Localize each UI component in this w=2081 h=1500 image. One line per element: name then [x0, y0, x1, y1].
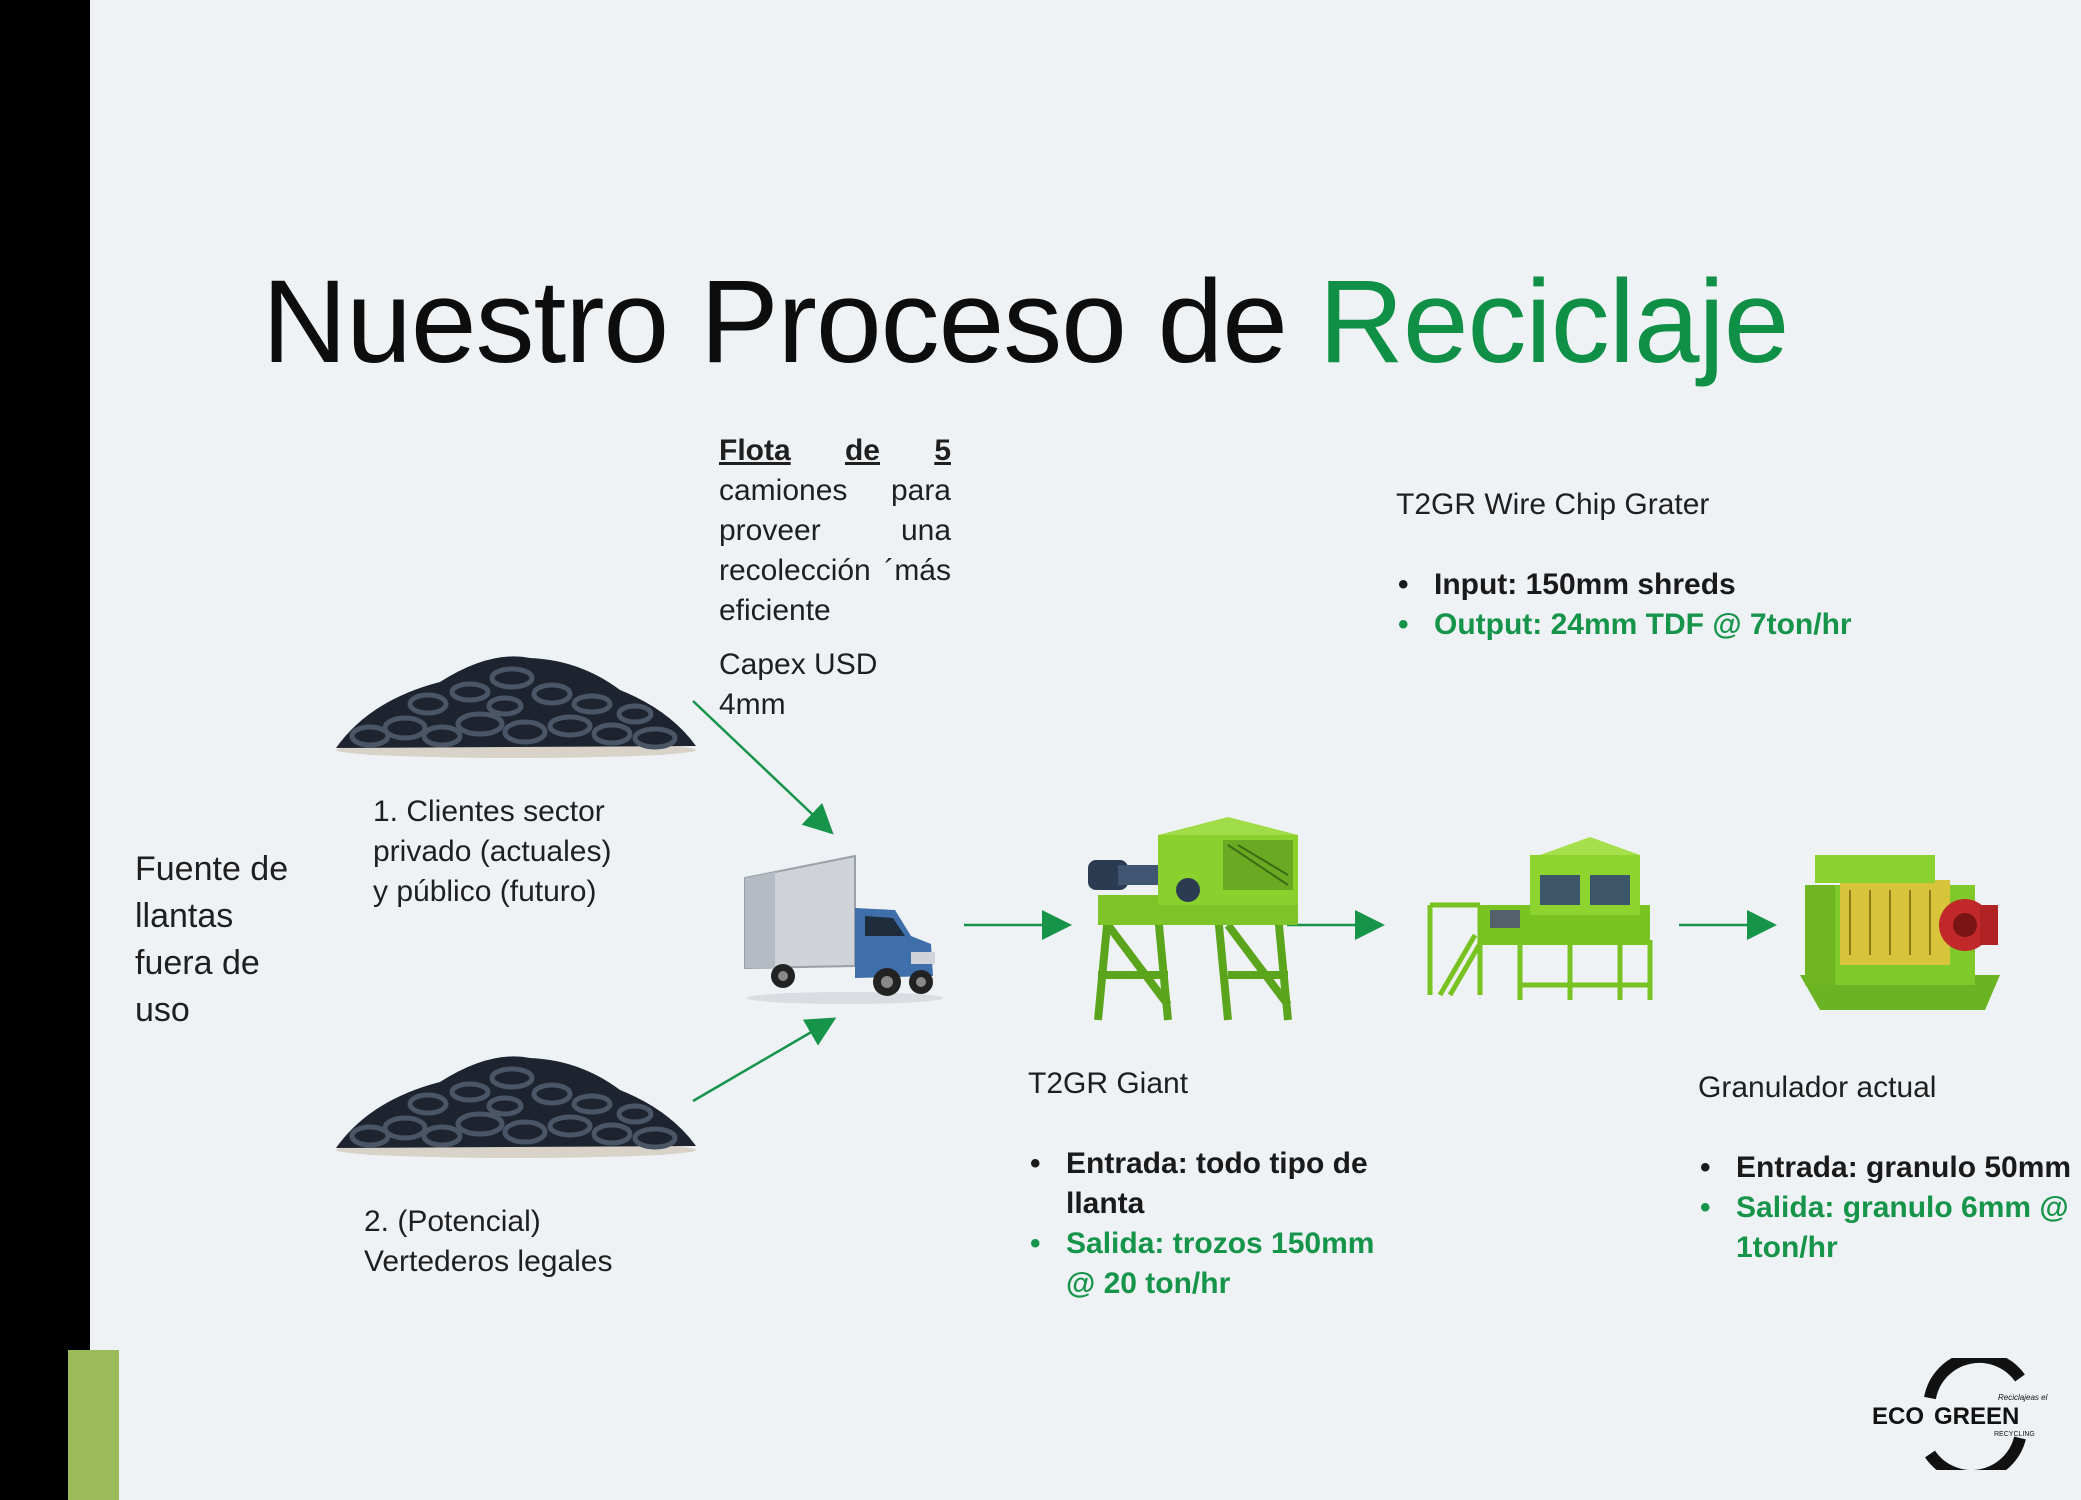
source-label: Fuente de llantas fuera de uso	[135, 846, 355, 1034]
grater-output: Output: 24mm TDF @ 7ton/hr	[1396, 605, 1916, 645]
fleet-line: camiones para	[719, 474, 951, 507]
logo-eco: ECO	[1872, 1403, 1924, 1430]
arrow-icon	[692, 1017, 837, 1103]
fleet-heading: Flota de 5	[719, 431, 951, 471]
grater-icon	[1427, 837, 1653, 1000]
tire-pile-icon	[336, 656, 696, 758]
clients-line: 1. Clientes sector	[373, 795, 605, 828]
source-label-line: Fuente de	[135, 850, 289, 888]
clients-line: privado (actuales)	[373, 835, 612, 868]
giant-output: Salida: trozos 150mm @ 20 ton/hr	[1028, 1224, 1388, 1304]
granulator-name: Granulador actual	[1698, 1071, 1937, 1104]
spec-line: Entrada: todo tipo de	[1066, 1147, 1368, 1180]
clients-private-label: 1. Clientes sector privado (actuales) y …	[373, 792, 673, 912]
giant-input: Entrada: todo tipo de llanta	[1028, 1144, 1388, 1224]
fleet-heading-word: Flota	[719, 434, 791, 467]
fleet-line: recolección ´más	[719, 554, 951, 587]
truck-icon	[744, 854, 943, 1004]
spec-line: Salida: granulo 6mm @	[1736, 1191, 2069, 1224]
source-label-line: llantas	[135, 897, 234, 935]
left-black-bar	[0, 0, 90, 1500]
clients-line: y público (futuro)	[373, 875, 597, 908]
clients-line: 2. (Potencial)	[364, 1205, 541, 1238]
giant-name: T2GR Giant	[1028, 1067, 1189, 1100]
tire-pile-icon	[336, 1056, 696, 1158]
grater-input: Input: 150mm shreds	[1396, 565, 1916, 605]
ecogreen-logo: Reciclajeas el Futuro ECO GREEN RECYCLIN…	[1872, 1358, 2050, 1470]
grater-specs: T2GR Wire Chip Grater Input: 150mm shred…	[1396, 485, 1916, 645]
grater-name: T2GR Wire Chip Grater	[1396, 488, 1710, 521]
source-label-line: fuera de	[135, 944, 260, 982]
logo-sub: RECYCLING	[1994, 1431, 2035, 1438]
title-main: Nuestro Proceso de	[262, 256, 1319, 388]
granulator-specs: Granulador actual Entrada: granulo 50mm …	[1698, 1068, 2078, 1268]
spec-line: 1ton/hr	[1736, 1231, 1838, 1264]
grater-spec-list: Input: 150mm shreds Output: 24mm TDF @ 7…	[1396, 565, 1916, 645]
shredder-icon	[1088, 817, 1298, 1021]
logo-green: GREEN	[1934, 1403, 2019, 1430]
fleet-description: Flota de 5 camiones para proveer una rec…	[719, 431, 951, 725]
clients-landfill-label: 2. (Potencial) Vertederos legales	[364, 1202, 664, 1282]
fleet-line: proveer una	[719, 514, 951, 547]
source-label-line: uso	[135, 991, 190, 1029]
spec-line: Salida: trozos 150mm	[1066, 1227, 1375, 1260]
giant-specs: T2GR Giant Entrada: todo tipo de llanta S…	[1028, 1064, 1388, 1304]
granulator-input: Entrada: granulo 50mm	[1698, 1148, 2078, 1188]
green-accent-tab	[68, 1350, 119, 1500]
spec-line: @ 20 ton/hr	[1066, 1267, 1231, 1300]
granulator-output: Salida: granulo 6mm @ 1ton/hr	[1698, 1188, 2078, 1268]
granulator-spec-list: Entrada: granulo 50mm Salida: granulo 6m…	[1698, 1148, 2078, 1268]
title-accent: Reciclaje	[1318, 256, 1790, 388]
fleet-heading-word: 5	[934, 434, 951, 467]
fleet-capex: Capex USD 4mm	[719, 648, 878, 721]
logo-tagline: Reciclajeas el Futuro	[1998, 1393, 2050, 1402]
spec-line: llanta	[1066, 1187, 1145, 1220]
page-title: Nuestro Proceso de Reciclaje	[262, 252, 1790, 392]
fleet-line: eficiente	[719, 594, 831, 627]
giant-spec-list: Entrada: todo tipo de llanta Salida: troz…	[1028, 1144, 1388, 1304]
clients-line: Vertederos legales	[364, 1245, 613, 1278]
granulator-icon	[1800, 855, 2000, 1010]
fleet-heading-word: de	[844, 434, 880, 467]
